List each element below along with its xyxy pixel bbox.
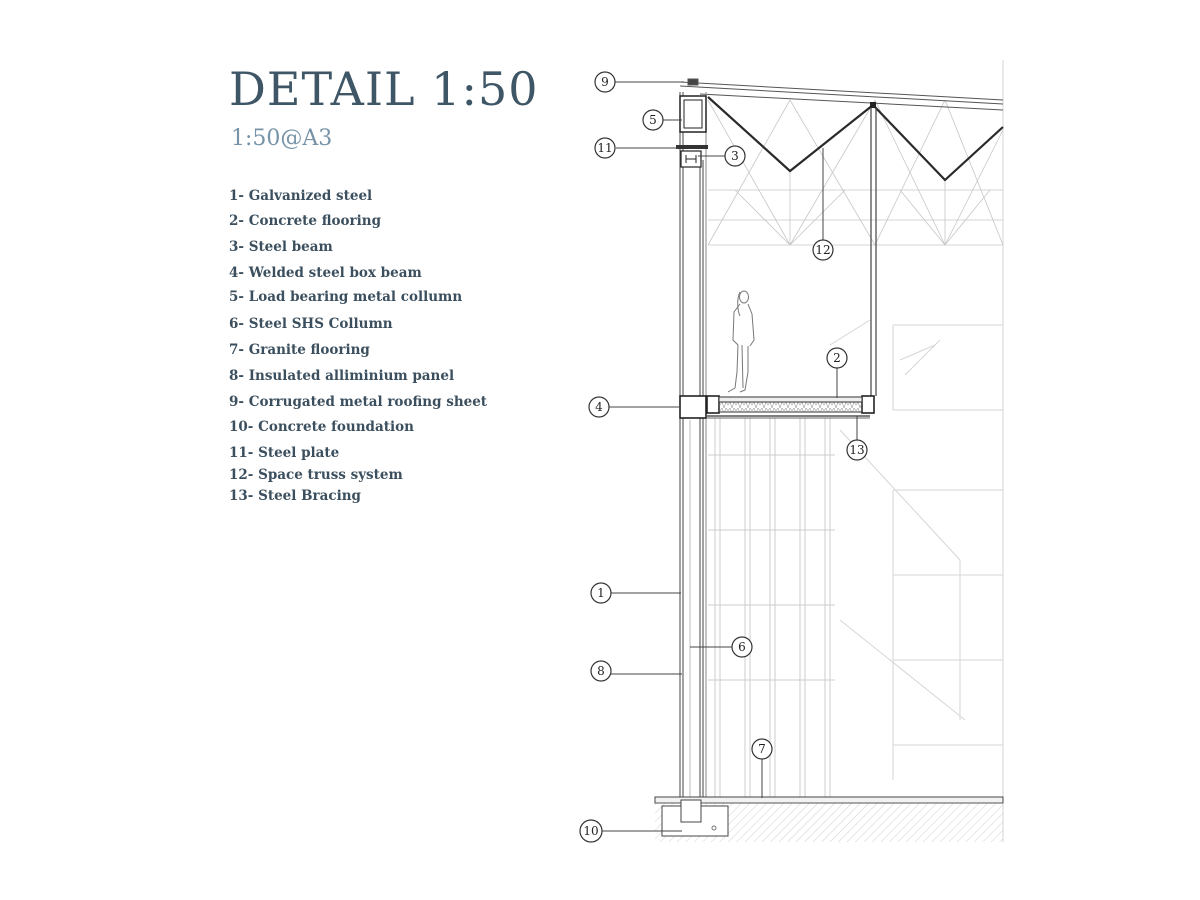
callout-8: 8	[590, 660, 682, 682]
drawing-title: DETAIL 1:50	[229, 62, 539, 116]
legend-item: 12- Space truss system	[229, 467, 403, 483]
callout-8-label: 8	[597, 664, 605, 678]
callout-4: 4	[588, 396, 680, 418]
interior-column	[870, 108, 877, 396]
legend-item: 7- Granite flooring	[229, 342, 370, 358]
legend-item: 3- Steel beam	[229, 239, 333, 255]
callout-3-label: 3	[731, 149, 739, 163]
callout-12-label: 12	[815, 243, 830, 257]
space-truss-top-chord	[707, 96, 1004, 182]
callout-11: 11	[594, 137, 678, 159]
background-context-lines	[829, 60, 1004, 842]
legend-item: 9- Corrugated metal roofing sheet	[229, 394, 488, 410]
legend-item: 1- Galvanized steel	[229, 188, 373, 204]
legend-item: 6- Steel SHS Collumn	[229, 316, 393, 332]
callout-11-label: 11	[597, 141, 612, 155]
callout-13-label: 13	[849, 443, 864, 457]
legend-item: 4- Welded steel box beam	[229, 265, 422, 281]
space-truss-lattice	[707, 99, 1004, 246]
legend-item: 2- Concrete flooring	[229, 213, 382, 229]
legend-item: 8- Insulated alliminium panel	[229, 368, 455, 384]
callout-9-label: 9	[601, 75, 609, 89]
callout-1-label: 1	[597, 586, 605, 600]
ground-foundation	[654, 796, 1004, 842]
floor-slab	[679, 395, 875, 419]
roof-sheet	[679, 78, 1004, 111]
legend-item: 13- Steel Bracing	[229, 488, 361, 504]
callout-2-label: 2	[833, 351, 841, 365]
callout-3: 3	[698, 145, 746, 167]
callout-6-label: 6	[738, 640, 746, 654]
legend-item: 10- Concrete foundation	[229, 419, 414, 435]
main-column	[676, 92, 708, 800]
callout-4-label: 4	[595, 400, 603, 414]
callout-10-label: 10	[583, 824, 598, 838]
callout-10: 10	[579, 819, 682, 843]
callout-13: 13	[846, 416, 868, 461]
legend-item: 11- Steel plate	[229, 445, 340, 461]
legend-item: 5- Load bearing metal collumn	[229, 289, 463, 305]
callout-9: 9	[594, 71, 684, 93]
human-figure-icon	[727, 290, 755, 393]
callout-7-label: 7	[758, 742, 766, 756]
glazing-mullions	[708, 418, 835, 800]
drawing-scale-subtitle: 1:50@A3	[231, 126, 333, 151]
callout-7: 7	[751, 738, 773, 798]
callout-2: 2	[826, 347, 848, 398]
callout-5-label: 5	[649, 113, 657, 127]
callout-6: 6	[690, 636, 753, 658]
callout-1: 1	[590, 582, 681, 604]
callout-12: 12	[812, 148, 834, 261]
callout-5: 5	[642, 109, 682, 131]
